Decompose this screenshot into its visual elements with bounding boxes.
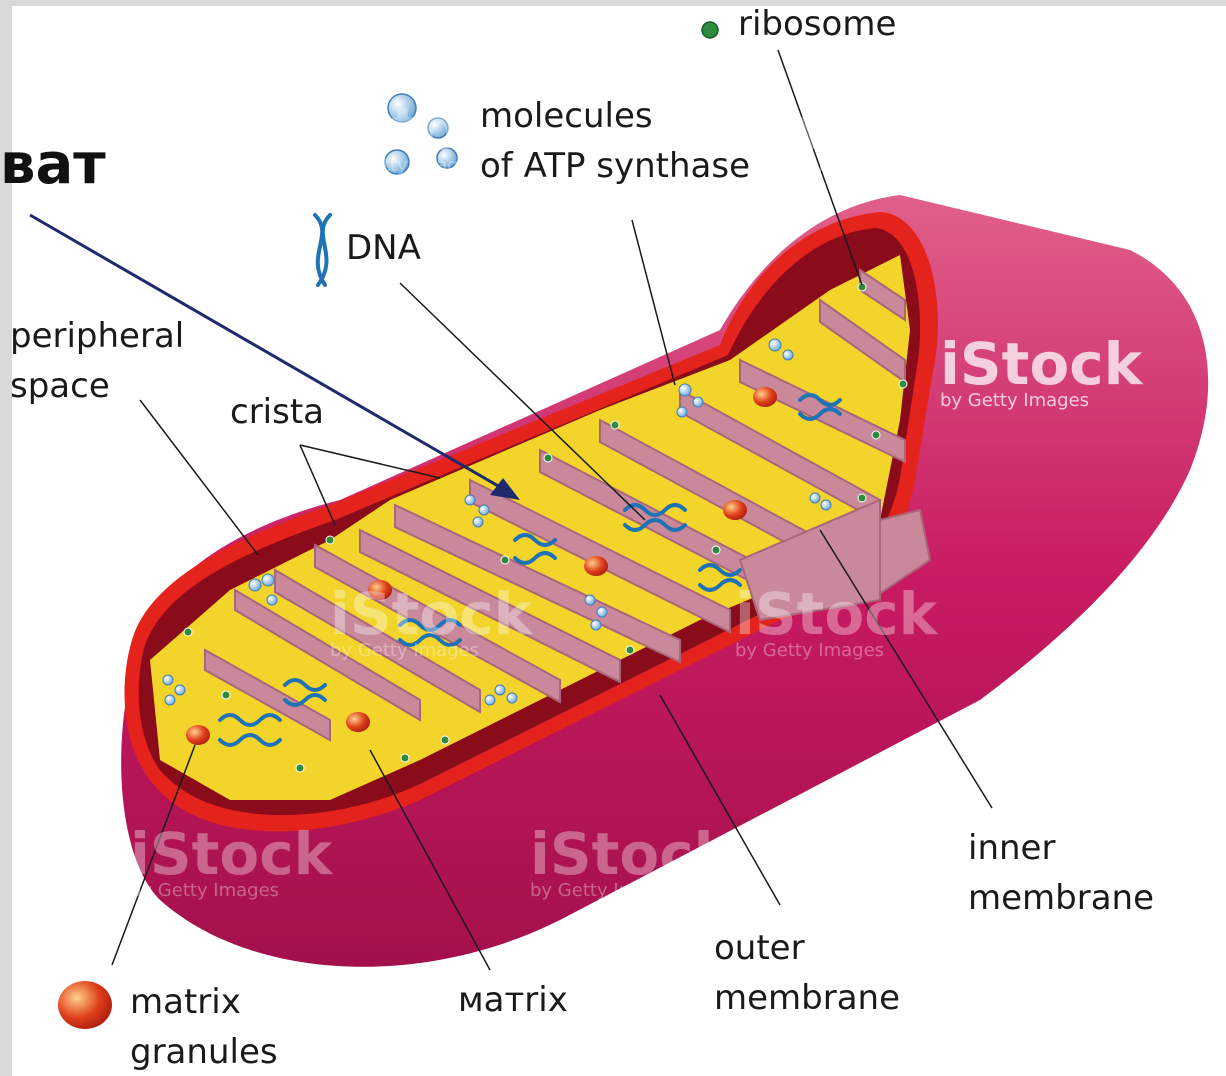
label-peripheral-line1: peripheral [10, 312, 184, 360]
label-granules-line1: matrix [130, 978, 241, 1026]
label-outer-line2: membrane [714, 974, 900, 1022]
dna-legend-icon [315, 215, 330, 285]
label-ribosome: ribosome [738, 0, 896, 48]
label-molecules-line2: of ATP synthase [480, 142, 750, 190]
granule-legend-icon [58, 981, 112, 1029]
heading-fragment: ват [0, 132, 106, 197]
label-crista: crista [230, 388, 324, 436]
label-inner-line1: inner [968, 824, 1055, 872]
label-outer-line1: outer [714, 924, 805, 972]
label-matrix: матrix [458, 976, 568, 1024]
ribosome-legend-icon [702, 22, 718, 38]
label-molecules-line1: molecules [480, 92, 653, 140]
label-peripheral-line2: space [10, 362, 110, 410]
label-dna: DNA [346, 224, 421, 272]
label-granules-line2: granules [130, 1028, 278, 1076]
label-inner-line2: membrane [968, 874, 1154, 922]
